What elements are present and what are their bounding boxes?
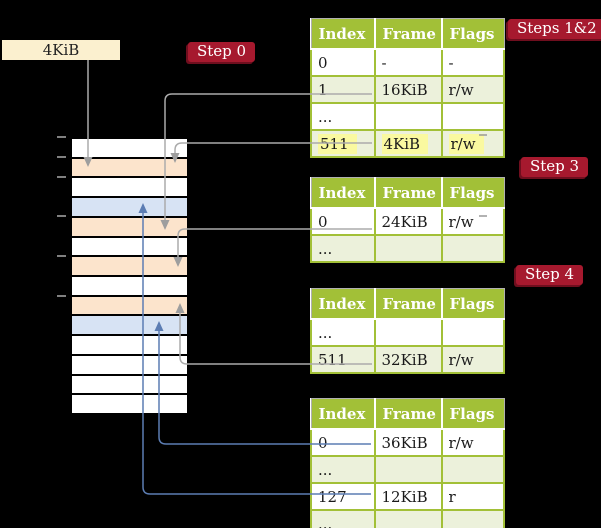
memory-frame-row-peach (72, 158, 187, 177)
cell-flags: - (440, 48, 505, 77)
memory-frame-row-white (72, 395, 187, 414)
frame-size-label: 4KiB (42, 41, 80, 59)
highlighted-value: r/w (448, 133, 484, 154)
cell-index: ... (310, 234, 376, 263)
column-header-frame: Frame (374, 18, 443, 50)
cell-frame: 32KiB (373, 345, 443, 374)
memory-frame-row-white (72, 237, 187, 256)
memory-frame-row-white (72, 139, 187, 157)
step-label-step0: Step 0 (188, 42, 256, 62)
cell-index: 511 (310, 129, 376, 158)
table-row: 0-- (310, 48, 505, 77)
column-header-flags: Flags (441, 398, 504, 430)
column-header-index: Index (311, 18, 376, 50)
highlighted-value: 4KiB (381, 133, 429, 154)
cell-frame: 36KiB (373, 428, 443, 457)
cell-flags (440, 455, 505, 484)
column-header-flags: Flags (441, 177, 504, 209)
address-tick (57, 295, 66, 297)
cell-frame (373, 234, 443, 263)
address-tick (57, 176, 66, 178)
cell-index: 1 (310, 75, 376, 104)
column-header-index: Index (311, 398, 376, 430)
cell-index: 0 (310, 48, 376, 77)
cell-flags: r/w (440, 75, 505, 104)
address-tick (57, 156, 66, 158)
memory-frame-row-white (72, 336, 187, 354)
column-header-frame: Frame (374, 398, 443, 430)
cell-frame (373, 455, 443, 484)
memory-frame-row-peach (72, 217, 187, 236)
highlighted-value: 511 (318, 133, 357, 154)
column-header-frame: Frame (374, 288, 443, 320)
step-label-step3: Step 3 (521, 157, 589, 177)
cell-frame: 4KiB (373, 129, 443, 158)
cell-index: ... (310, 455, 376, 484)
step-label-step4: Step 4 (516, 265, 584, 285)
cell-flags (440, 318, 505, 347)
cell-frame (373, 102, 443, 131)
memory-frame-row-blue (72, 198, 187, 216)
memory-frame-row-white (72, 277, 187, 295)
cell-index: 127 (310, 482, 376, 511)
cell-flags (440, 234, 505, 263)
memory-frame-row-blue (72, 316, 187, 335)
column-header-index: Index (311, 177, 376, 209)
table-row: ... (310, 234, 505, 263)
cell-flags (440, 509, 505, 528)
column-header-frame: Frame (374, 177, 443, 209)
cell-frame (373, 318, 443, 347)
physical-memory-column (70, 137, 189, 415)
cell-index: ... (310, 509, 376, 528)
cell-flags (440, 102, 505, 131)
cell-frame: - (373, 48, 443, 77)
column-header-index: Index (311, 288, 376, 320)
cell-index: 511 (310, 345, 376, 374)
cell-index: 0 (310, 207, 376, 236)
table-row: 511 4KiB r/w (310, 129, 505, 158)
memory-frame-row-peach (72, 257, 187, 276)
column-header-flags: Flags (441, 288, 504, 320)
step-label-steps1-2: Steps 1&2 (508, 19, 601, 39)
cell-index: ... (310, 318, 376, 347)
table-row: ... (310, 455, 505, 484)
memory-frame-row-peach (72, 296, 187, 315)
table-row: ... (310, 318, 505, 347)
cell-index: 0 (310, 428, 376, 457)
cell-flags: r/w (440, 129, 505, 158)
cell-frame: 12KiB (373, 482, 443, 511)
table-row: ... (310, 102, 505, 131)
memory-frame-row-white (72, 355, 187, 374)
table-row: ... (310, 509, 505, 528)
cell-frame (373, 509, 443, 528)
cell-frame: 24KiB (373, 207, 443, 236)
cell-flags: r (440, 482, 505, 511)
memory-frame-row-white (72, 178, 187, 197)
address-tick (57, 255, 66, 257)
frame-size-label-box: 4KiB (2, 40, 120, 60)
cell-flags: r/w (440, 345, 505, 374)
address-tick (57, 136, 66, 138)
memory-frame-row-white (72, 375, 187, 394)
cell-frame: 16KiB (373, 75, 443, 104)
cell-flags: r/w (440, 207, 505, 236)
column-header-flags: Flags (441, 18, 504, 50)
address-tick (57, 215, 66, 217)
cell-index: ... (310, 102, 376, 131)
cell-flags: r/w (440, 428, 505, 457)
